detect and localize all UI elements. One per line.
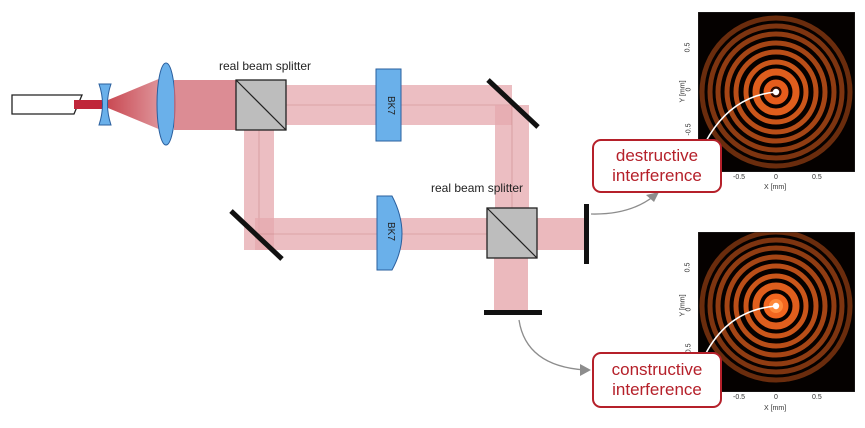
- destructive-line-1: destructive: [615, 146, 699, 165]
- expanding-beam: [108, 78, 161, 130]
- arrow-to-destructive: [590, 195, 655, 215]
- fringe-ring: [743, 273, 809, 339]
- constructive-line-2: interference: [612, 380, 702, 399]
- collimated-beam: [174, 80, 236, 130]
- splitter-bottom-label: real beam splitter: [431, 181, 524, 195]
- fringe-ring: [763, 79, 789, 105]
- bottom-xtick-3: 0.5: [812, 394, 822, 401]
- fringe-ring: [733, 263, 819, 349]
- fringe-ring: [707, 23, 845, 161]
- fringe-ring: [715, 245, 837, 367]
- fringe-ring: [763, 293, 789, 319]
- screen-bottom: [484, 310, 542, 315]
- laser-source: [11, 94, 83, 115]
- arrow-to-constructive: [518, 319, 586, 371]
- fringe-ring: [752, 282, 800, 330]
- fringe-ring: [699, 15, 853, 169]
- bottom-xtick-1: -0.5: [733, 394, 746, 401]
- input-beam: [74, 100, 104, 109]
- fringe-ring: [743, 59, 809, 125]
- destructive-line-2: interference: [612, 166, 702, 185]
- fringe-ring: [733, 49, 819, 135]
- top-xtick-3: 0.5: [812, 174, 822, 181]
- top-xtick-2: 0: [774, 174, 778, 181]
- bk7-lens-bottom: [376, 195, 403, 271]
- bottom-xlabel: X [mm]: [764, 405, 787, 412]
- fringe-ring: [752, 68, 800, 116]
- diverging-lens: [98, 83, 112, 126]
- beam-output-right: [537, 218, 585, 250]
- splitter-top-label: real beam splitter: [219, 59, 312, 73]
- bottom-xtick-2: 0: [774, 394, 778, 401]
- top-xlabel: X [mm]: [764, 184, 787, 191]
- screen-right: [584, 204, 589, 264]
- mirror-top-right: [486, 78, 540, 129]
- fringe-ring: [724, 40, 828, 144]
- constructive-line-1: constructive: [611, 360, 703, 379]
- bk7-plate-top: [375, 68, 402, 142]
- constructive-interference-callout: constructive interference: [592, 352, 722, 408]
- fringe-ring: [724, 254, 828, 358]
- fringe-ring: [707, 237, 845, 375]
- destructive-interference-callout: destructive interference: [592, 139, 722, 193]
- mirror-left: [229, 209, 284, 261]
- beam-output-down: [494, 258, 528, 310]
- fringe-ring: [715, 31, 837, 153]
- top-xtick-1: -0.5: [733, 174, 746, 181]
